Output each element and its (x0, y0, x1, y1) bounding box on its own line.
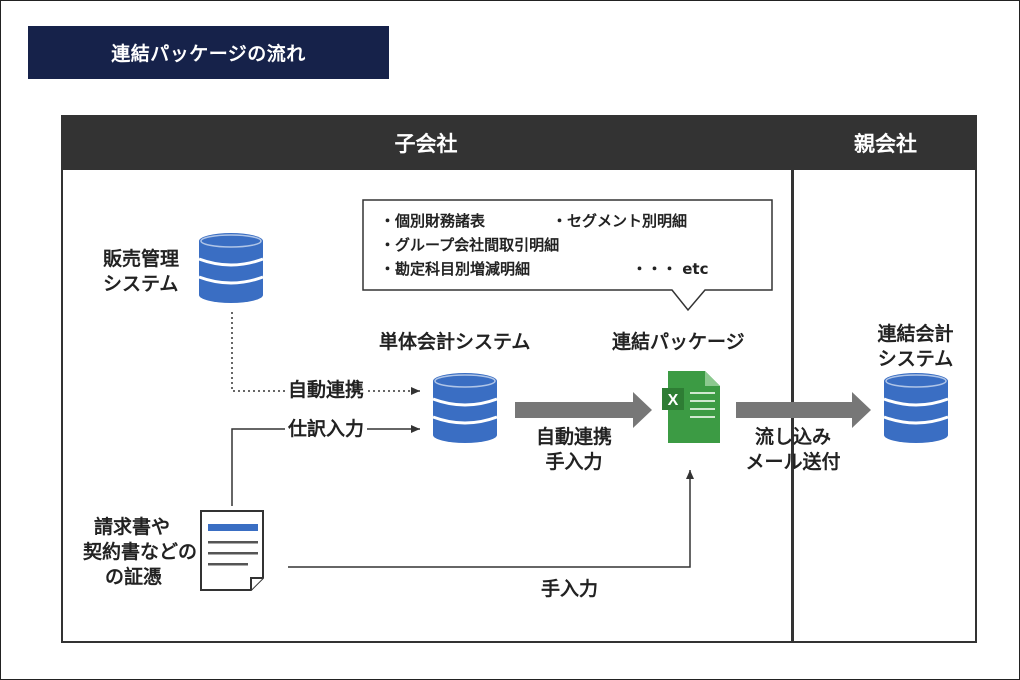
auto-link-connector (231, 312, 420, 395)
journal-input-label: 仕訳入力 (285, 417, 368, 441)
section-divider (791, 115, 794, 643)
auto-link-label: 自動連携 (285, 378, 368, 402)
package-arrow (515, 392, 652, 428)
consolidated-database-icon (883, 373, 949, 443)
subsidiary-header: 子会社 (61, 115, 791, 170)
sales-system-label-2: システム (103, 273, 179, 295)
callout-item: ・グループ会社間取引明細 (380, 236, 560, 254)
package-label: 連結パッケージ (612, 331, 745, 353)
auto-manual-label-2: 手入力 (545, 451, 603, 473)
documents-label-1: 請求書や (94, 516, 171, 538)
flow-mail-label-1: 流し込み (754, 426, 831, 448)
callout-item: ・セグメント別明細 (552, 212, 688, 230)
sales-database-icon (198, 233, 264, 303)
excel-file-icon: X (662, 371, 720, 443)
standalone-database-icon (432, 373, 498, 443)
sales-system-label-1: 販売管理 (103, 248, 180, 270)
auto-manual-label-1: 自動連携 (535, 426, 612, 448)
consolidated-system-label-1: 連結会計 (877, 323, 954, 345)
document-icon (200, 510, 264, 591)
parent-header: 親会社 (794, 115, 977, 170)
consolidated-system-label-2: システム (877, 348, 954, 370)
callout-item: ・・・ etc (632, 260, 709, 278)
manual-input-label: 手入力 (541, 578, 599, 600)
callout-bubble (362, 199, 773, 312)
documents-label-3: の証憑 (105, 566, 163, 588)
flow-mail-label-2: メール送付 (745, 451, 841, 473)
svg-text:X: X (668, 392, 679, 409)
send-arrow (736, 392, 871, 428)
documents-label-2: 契約書などの (83, 541, 198, 563)
callout-item: ・勘定科目別増減明細 (380, 260, 531, 278)
page-title: 連結パッケージの流れ (28, 26, 389, 79)
standalone-system-label: 単体会計システム (379, 331, 531, 353)
manual-input-connector (288, 470, 694, 568)
callout-item: ・個別財務諸表 (380, 212, 486, 230)
